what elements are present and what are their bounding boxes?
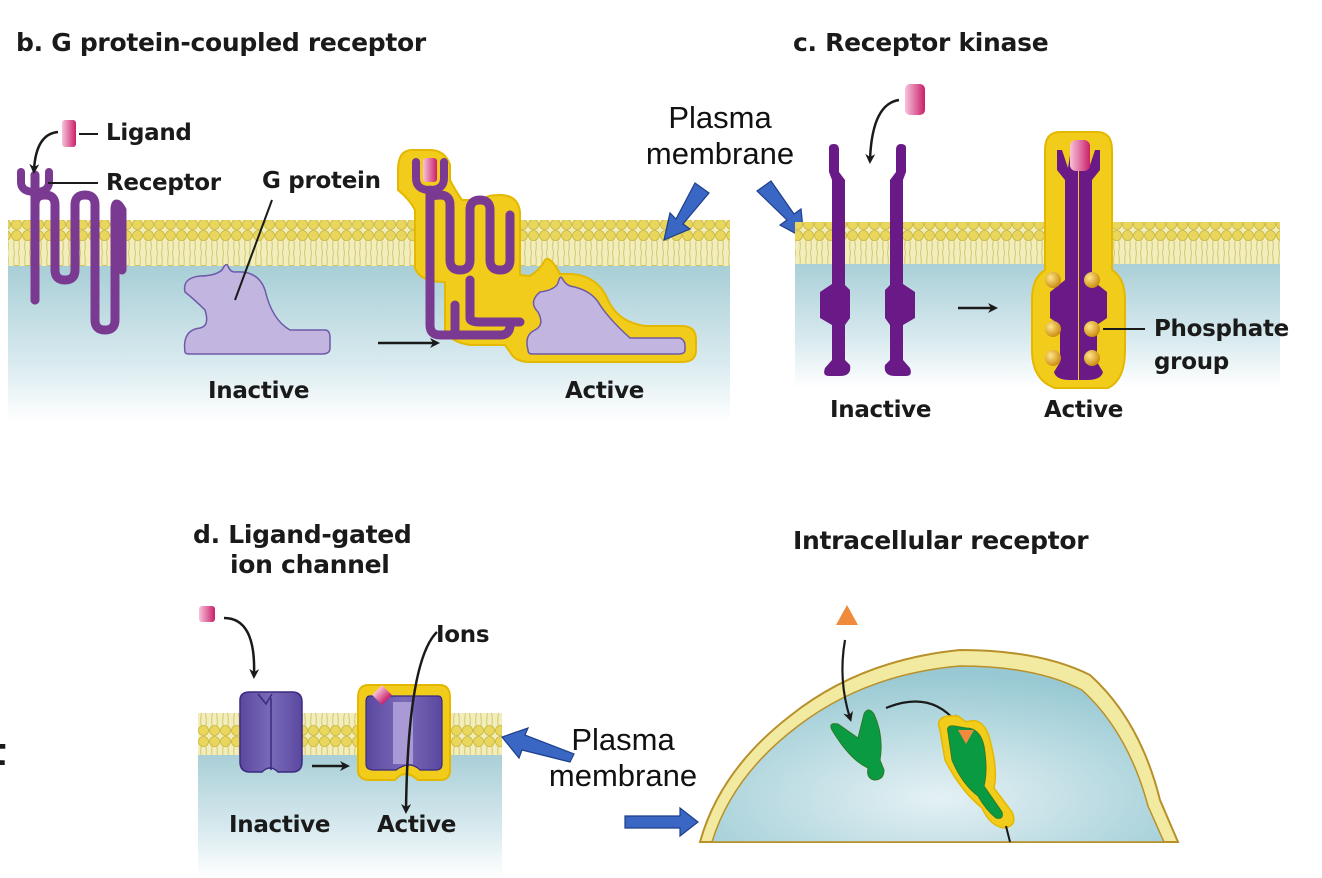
g-protein-label: G protein <box>262 168 381 194</box>
gpcr-active-ligand <box>423 158 437 182</box>
plasma-membrane-top-line1: Plasma <box>668 100 772 135</box>
ion-ligand <box>199 606 215 622</box>
phosphate-ball <box>1084 272 1100 288</box>
plasma-membrane-top-arrows <box>663 180 805 242</box>
gpcr-active-label: Active <box>565 378 645 404</box>
ion-ligand-arrow <box>223 616 260 679</box>
gpcr-active-binding-site <box>412 158 448 195</box>
ligand-bind-arrow <box>29 130 59 174</box>
bound-hormone <box>958 730 974 744</box>
kinase-active-ligand <box>1070 140 1090 171</box>
kinase-ligand <box>905 84 925 115</box>
ion-channel-title-line1: d. Ligand-gated <box>193 520 412 549</box>
phosphate-ball <box>1045 350 1061 366</box>
plasma-arrow-left <box>663 182 710 242</box>
kinase-inactive-left <box>820 144 851 376</box>
phosphate-label-line1: Phosphate <box>1154 316 1289 342</box>
g-protein-inactive <box>183 263 331 355</box>
hormone-ligand <box>836 605 858 625</box>
plasma-membrane-bottom-line1: Plasma <box>571 722 675 757</box>
ion-active-ligand <box>372 685 392 705</box>
phosphate-ball <box>1045 321 1061 337</box>
kinase-membrane <box>795 222 1280 264</box>
ion-channel-panel <box>198 606 502 878</box>
plasma-arrow-to-cell <box>624 806 699 838</box>
plasma-membrane-bottom-line2: membrane <box>548 758 698 793</box>
receptor-kinase-title: c. Receptor kinase <box>793 28 1049 57</box>
intracellular-receptor-active <box>947 725 1003 819</box>
ion-inactive-label: Inactive <box>229 812 331 838</box>
gpcr-active-receptor <box>425 185 525 340</box>
cell-interior <box>710 665 1166 843</box>
kinase-inactive-label: Inactive <box>830 397 932 423</box>
gpcr-membrane <box>8 220 730 266</box>
plasma-membrane-bottom-arrows <box>500 726 699 838</box>
kinase-active-label: Active <box>1044 397 1124 423</box>
ion-active-label: Active <box>377 812 457 838</box>
phosphate-groups <box>1045 272 1100 366</box>
receptor-label: Receptor <box>106 170 221 196</box>
ions-label: Ions <box>436 622 490 648</box>
phosphate-ball <box>1045 272 1061 288</box>
cut-off-text-fragment: t <box>0 730 6 774</box>
kinase-ligand-arrow <box>865 98 900 164</box>
intracellular-receptor-inactive <box>830 709 885 781</box>
plasma-membrane-top-line2: membrane <box>645 136 795 171</box>
phosphate-ball <box>1084 350 1100 366</box>
gpcr-ligand <box>62 120 76 147</box>
phosphate-ball <box>1084 321 1100 337</box>
plasma-membrane-top-label: Plasma membrane <box>620 100 820 172</box>
phosphate-label-line2: group <box>1154 349 1229 375</box>
receptor-kinase-panel <box>795 84 1280 389</box>
plasma-membrane-bottom-label: Plasma membrane <box>528 722 718 794</box>
intracellular-panel <box>698 605 1180 843</box>
g-protein-active <box>526 276 686 355</box>
ion-channel-inactive-notch <box>257 693 273 706</box>
hormone-entry-arrow <box>841 639 853 722</box>
gpcr-inactive-label: Inactive <box>208 378 310 404</box>
ion-channel-title-line2: ion channel <box>230 550 390 579</box>
kinase-inactive-right <box>884 144 915 376</box>
plasma-arrow-to-ion-membrane <box>500 726 575 763</box>
dna-leader-line <box>1005 825 1011 843</box>
ions-flow-arrow <box>401 631 438 814</box>
gpcr-panel <box>8 120 730 422</box>
intracellular-receptor-title: Intracellular receptor <box>793 526 1089 555</box>
ligand-label: Ligand <box>106 120 192 146</box>
g-protein-leader-line <box>234 199 273 301</box>
gpcr-title: b. G protein-coupled receptor <box>16 28 426 57</box>
